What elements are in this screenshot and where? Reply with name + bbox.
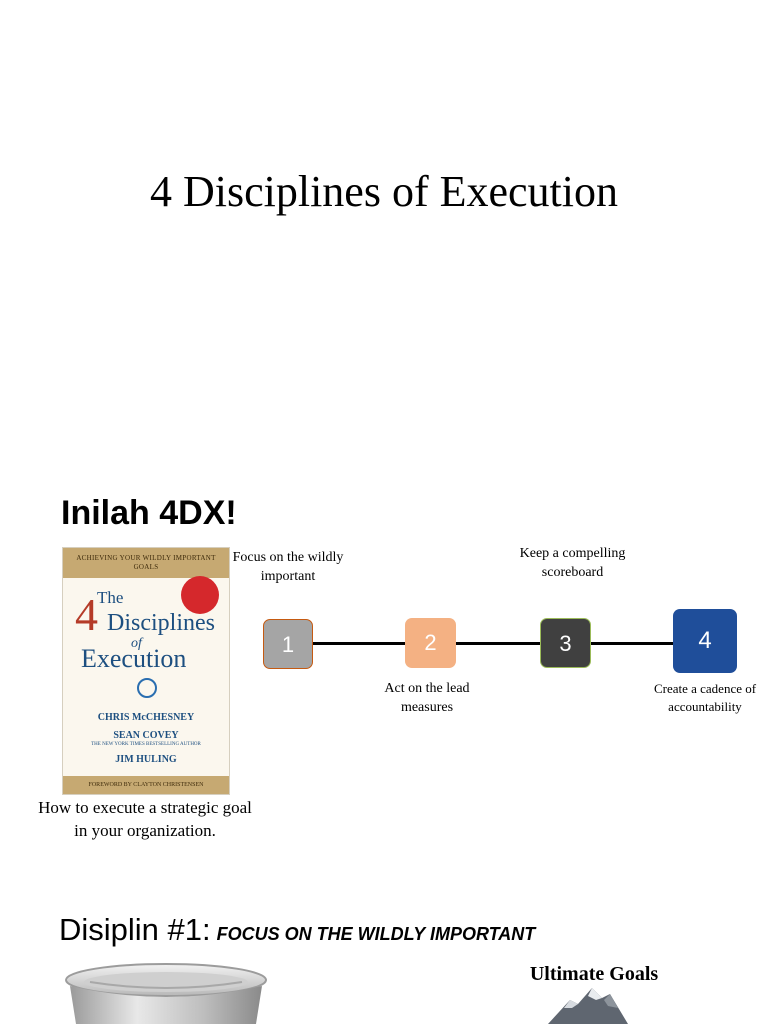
discipline-step-3: 3 [540,618,591,668]
discipline-step-3-label: Keep a compelling scoreboard [519,546,626,580]
discipline-step-4: 4 [673,609,737,673]
slide-heading-discipline-1-prefix: Disiplin #1: [59,912,211,947]
timeline-connector [286,642,706,645]
book-author: CHRIS McCHESNEY [97,712,195,723]
book-title-execution: Execution [81,644,187,673]
book-author: JIM HULING [115,754,177,765]
slide-heading-4dx: Inilah 4DX! [61,494,237,532]
book-title-of: of [131,636,142,651]
discipline-step-1-label: Focus on the wildly important [232,550,344,584]
book-caption: How to execute a strategic goal in your … [38,798,252,840]
bestseller-badge-icon [181,576,219,614]
ultimate-goals-heading: Ultimate Goals [529,963,659,985]
book-author: SEAN COVEY [113,730,179,741]
mountain-image [548,988,628,1024]
book-cover-image: ACHIEVING YOUR WILDLY IMPORTANT GOALS 4 … [62,547,230,795]
book-foreword: FOREWORD BY CLAYTON CHRISTENSEN [63,776,229,794]
discipline-step-1: 1 [263,619,313,669]
book-banner: ACHIEVING YOUR WILDLY IMPORTANT GOALS [63,548,229,578]
discipline-step-4-label: Create a cadence of accountability [653,681,757,714]
slide-title: 4 Disciplines of Execution [149,167,618,216]
slide-heading-discipline-1-subtitle: FOCUS ON THE WILDLY IMPORTANT [216,924,536,944]
funnel-image [65,963,267,1024]
discipline-step-2-label: Act on the lead measures [384,681,470,715]
discipline-step-2: 2 [405,618,456,668]
book-number: 4 [75,589,98,640]
slide-heading-discipline-1: Disiplin #1:FOCUS ON THE WILDLY IMPORTAN… [59,910,535,954]
book-title-the: The [97,588,124,607]
book-author-note: THE NEW YORK TIMES BESTSELLING AUTHOR [91,742,201,747]
book-title-disciplines: Disciplines [107,610,215,636]
4dx-logo-icon [137,678,157,698]
